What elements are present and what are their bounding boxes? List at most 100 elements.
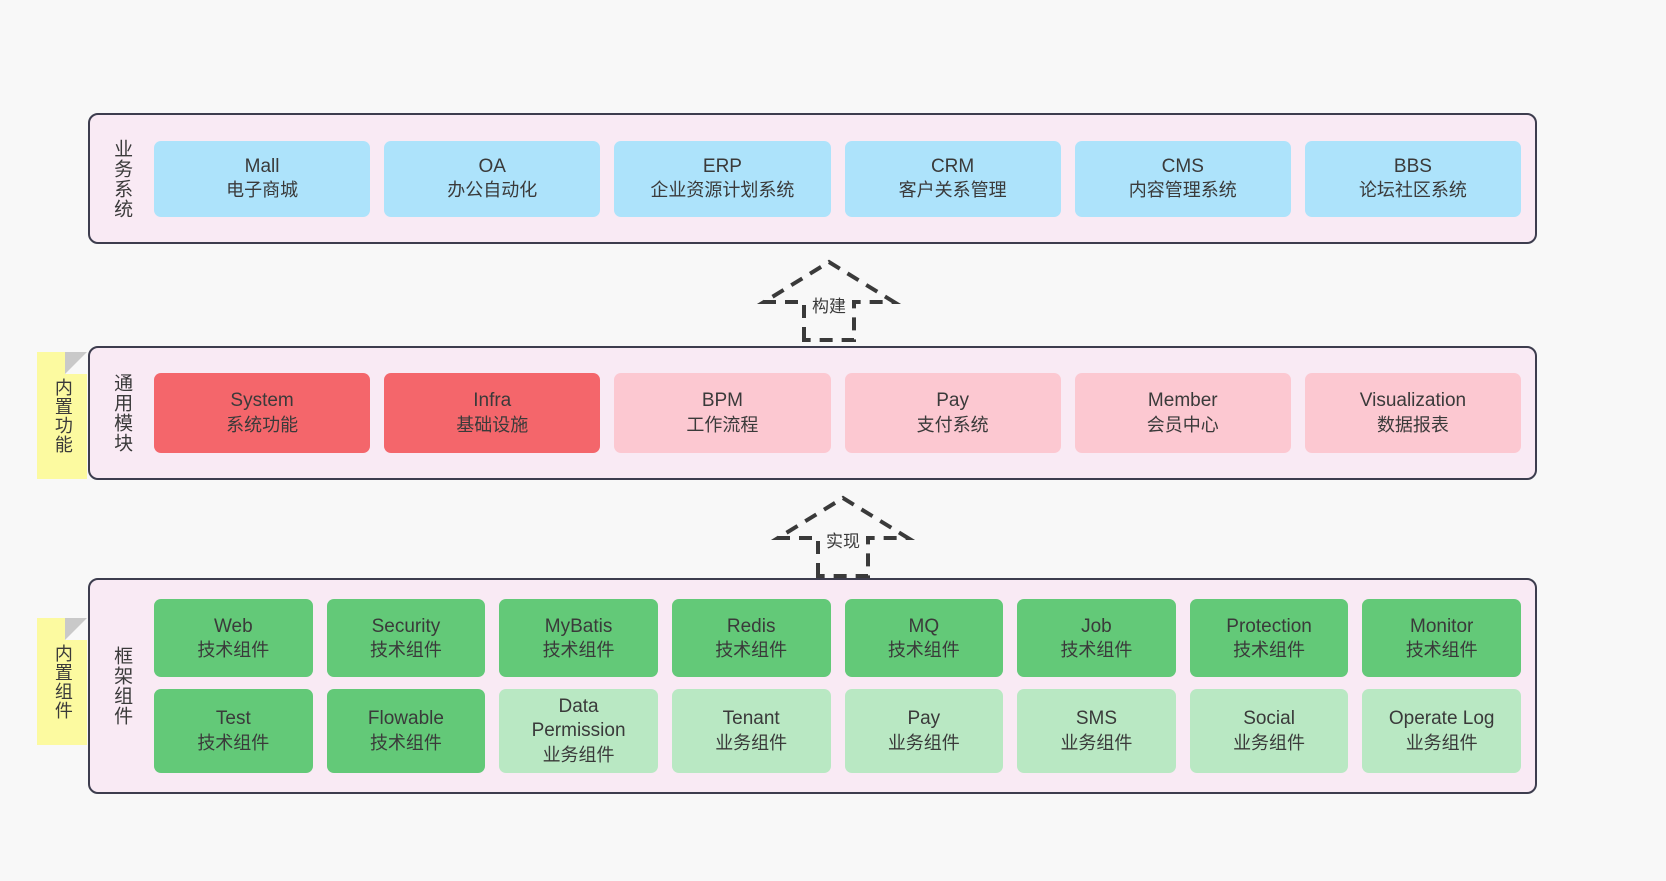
node-flowable[interactable]: Flowable 技术组件 bbox=[326, 689, 486, 773]
node-bbs-cn: 论坛社区系统 bbox=[1358, 180, 1467, 201]
node-operate-log-en: Operate Log bbox=[1388, 708, 1495, 730]
node-cms-en: CMS bbox=[1161, 155, 1204, 177]
node-cms-cn: 内容管理系统 bbox=[1128, 180, 1237, 201]
node-mq[interactable]: MQ 技术组件 bbox=[844, 599, 1004, 678]
connector-build-label: 构建 bbox=[812, 297, 846, 316]
node-pay-module-en: Pay bbox=[936, 390, 969, 412]
node-data-permission-en: Data Permission bbox=[531, 696, 626, 742]
node-cms[interactable]: CMS 内容管理系统 bbox=[1074, 140, 1291, 217]
layer-framework-components: 框架组件 Web 技术组件 Security 技术组件 MyBatis 技术组件… bbox=[88, 578, 1537, 794]
layer-business-nodes: Mall 电子商城 OA 办公自动化 ERP 企业资源计划系统 CRM 客户关系… bbox=[140, 115, 1535, 242]
node-oa-en: OA bbox=[478, 155, 506, 177]
node-security-cn: 技术组件 bbox=[369, 639, 442, 660]
node-bbs-en: BBS bbox=[1393, 155, 1432, 177]
node-protection-cn: 技术组件 bbox=[1233, 639, 1306, 660]
node-redis-cn: 技术组件 bbox=[715, 639, 788, 660]
node-social[interactable]: Social 业务组件 bbox=[1189, 689, 1349, 773]
node-oa[interactable]: OA 办公自动化 bbox=[384, 140, 601, 217]
node-web-en: Web bbox=[213, 615, 253, 637]
node-security[interactable]: Security 技术组件 bbox=[326, 599, 486, 678]
node-tenant[interactable]: Tenant 业务组件 bbox=[671, 689, 831, 773]
node-tenant-cn: 业务组件 bbox=[715, 732, 788, 753]
layer-framework-title: 框架组件 bbox=[111, 646, 133, 726]
node-pay-component-cn: 业务组件 bbox=[887, 732, 960, 753]
node-test-en: Test bbox=[215, 708, 251, 730]
node-redis[interactable]: Redis 技术组件 bbox=[671, 599, 831, 678]
node-erp-en: ERP bbox=[702, 155, 742, 177]
node-bbs[interactable]: BBS 论坛社区系统 bbox=[1304, 140, 1522, 217]
node-crm-cn: 客户关系管理 bbox=[898, 180, 1007, 201]
node-bpm-en: BPM bbox=[701, 390, 744, 412]
node-member-en: Member bbox=[1147, 390, 1218, 412]
node-data-permission-cn: 业务组件 bbox=[542, 744, 615, 765]
node-web-cn: 技术组件 bbox=[197, 639, 270, 660]
node-infra-en: Infra bbox=[473, 390, 512, 412]
node-crm[interactable]: CRM 客户关系管理 bbox=[844, 140, 1061, 217]
node-erp[interactable]: ERP 企业资源计划系统 bbox=[614, 140, 831, 217]
node-sms-en: SMS bbox=[1075, 708, 1118, 730]
node-mall-en: Mall bbox=[244, 155, 280, 177]
node-system-en: System bbox=[230, 390, 294, 412]
node-mq-en: MQ bbox=[908, 615, 940, 637]
connector-implement-arrow bbox=[770, 495, 916, 578]
node-system-cn: 系统功能 bbox=[226, 414, 299, 435]
node-sms-cn: 业务组件 bbox=[1060, 732, 1133, 753]
framework-row-tech: Web 技术组件 Security 技术组件 MyBatis 技术组件 Redi… bbox=[154, 599, 1521, 678]
layer-framework-nodes: Web 技术组件 Security 技术组件 MyBatis 技术组件 Redi… bbox=[140, 580, 1535, 792]
node-job-en: Job bbox=[1081, 615, 1112, 637]
node-job[interactable]: Job 技术组件 bbox=[1017, 599, 1176, 678]
node-data-permission[interactable]: Data Permission 业务组件 bbox=[499, 689, 658, 773]
framework-row-business: Test 技术组件 Flowable 技术组件 Data Permission … bbox=[154, 689, 1521, 773]
node-protection-en: Protection bbox=[1226, 615, 1312, 637]
node-mall[interactable]: Mall 电子商城 bbox=[154, 140, 371, 217]
node-social-cn: 业务组件 bbox=[1233, 732, 1306, 753]
sticky-note-builtin-features: 内置功能 bbox=[37, 352, 87, 479]
node-mybatis[interactable]: MyBatis 技术组件 bbox=[499, 599, 658, 678]
node-test[interactable]: Test 技术组件 bbox=[154, 689, 313, 773]
node-visualization-en: Visualization bbox=[1359, 390, 1467, 412]
node-member[interactable]: Member 会员中心 bbox=[1074, 373, 1291, 453]
node-monitor-en: Monitor bbox=[1410, 615, 1474, 637]
connector-build-arrow bbox=[756, 259, 902, 342]
node-bpm-cn: 工作流程 bbox=[686, 414, 759, 435]
sticky-note-builtin-components: 内置组件 bbox=[37, 618, 87, 745]
node-job-cn: 技术组件 bbox=[1060, 639, 1133, 660]
node-infra[interactable]: Infra 基础设施 bbox=[384, 373, 601, 453]
node-operate-log[interactable]: Operate Log 业务组件 bbox=[1362, 689, 1521, 773]
layer-business-title: 业务系统 bbox=[111, 138, 133, 219]
node-infra-cn: 基础设施 bbox=[456, 414, 529, 435]
node-mybatis-en: MyBatis bbox=[544, 615, 613, 637]
node-crm-en: CRM bbox=[930, 155, 975, 177]
node-operate-log-cn: 业务组件 bbox=[1405, 732, 1478, 753]
node-sms[interactable]: SMS 业务组件 bbox=[1017, 689, 1176, 773]
node-redis-en: Redis bbox=[726, 615, 776, 637]
node-flowable-cn: 技术组件 bbox=[369, 732, 442, 753]
node-monitor[interactable]: Monitor 技术组件 bbox=[1362, 599, 1521, 678]
node-protection[interactable]: Protection 技术组件 bbox=[1189, 599, 1349, 678]
node-erp-cn: 企业资源计划系统 bbox=[650, 180, 795, 201]
layer-modules-nodes: System 系统功能 Infra 基础设施 BPM 工作流程 Pay 支付系统… bbox=[140, 348, 1535, 478]
node-oa-cn: 办公自动化 bbox=[447, 180, 538, 201]
node-tenant-en: Tenant bbox=[722, 708, 780, 730]
node-visualization-cn: 数据报表 bbox=[1376, 414, 1449, 435]
node-pay-module[interactable]: Pay 支付系统 bbox=[844, 373, 1061, 453]
node-system[interactable]: System 系统功能 bbox=[154, 373, 371, 453]
node-pay-component[interactable]: Pay 业务组件 bbox=[844, 689, 1004, 773]
node-pay-module-cn: 支付系统 bbox=[916, 414, 989, 435]
node-flowable-en: Flowable bbox=[367, 708, 444, 730]
connector-implement-label: 实现 bbox=[826, 532, 860, 551]
node-web[interactable]: Web 技术组件 bbox=[154, 599, 313, 678]
layer-business-systems: 业务系统 Mall 电子商城 OA 办公自动化 ERP 企业资源计划系统 CRM… bbox=[88, 113, 1537, 244]
layer-modules-title: 通用模块 bbox=[111, 373, 133, 453]
node-bpm[interactable]: BPM 工作流程 bbox=[614, 373, 831, 453]
node-test-cn: 技术组件 bbox=[197, 732, 270, 753]
node-pay-component-en: Pay bbox=[907, 708, 941, 730]
node-monitor-cn: 技术组件 bbox=[1405, 639, 1478, 660]
node-visualization[interactable]: Visualization 数据报表 bbox=[1304, 373, 1522, 453]
node-security-en: Security bbox=[371, 615, 441, 637]
node-mybatis-cn: 技术组件 bbox=[542, 639, 615, 660]
node-social-en: Social bbox=[1243, 708, 1295, 730]
node-member-cn: 会员中心 bbox=[1146, 414, 1219, 435]
node-mall-cn: 电子商城 bbox=[226, 180, 299, 201]
